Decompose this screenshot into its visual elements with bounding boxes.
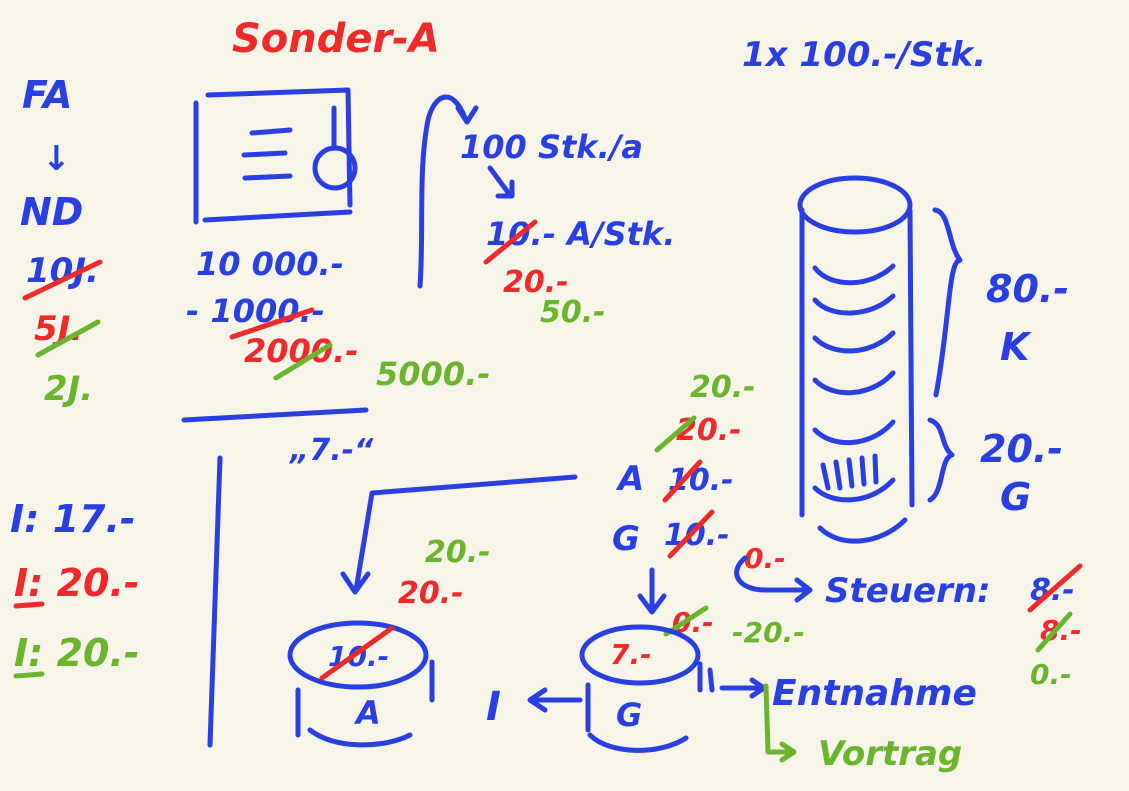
vortrag-label: Vortrag [818,734,962,774]
cost-per-piece: 10.- A/Stk. [486,215,675,253]
income-red: I: 20.- [14,561,140,605]
stack-k-value: 80.- [986,267,1069,311]
mid-value-red: 20.- [676,413,742,448]
cost-stack-cylinder [797,175,915,544]
income-blue: I: 17.- [10,497,136,541]
underline-income-red [13,601,45,609]
pot-g-icon [579,624,703,753]
mid-g-label: G [612,519,640,559]
arrow-g-to-i [527,687,583,713]
taxes-label: Steuern: [825,571,991,611]
strike-nd-5 [35,319,101,358]
income-green: I: 20.- [14,631,140,675]
arrow-to-entnahme [707,667,767,699]
strike-nd-10 [22,259,103,301]
mid-a-value: 10.- [668,463,734,498]
arrow-to-pot-a-head [340,571,371,595]
nd-2-years: 2J. [44,369,93,409]
nd-10-years: 10J. [26,251,99,291]
pot-a-label: A [353,694,381,732]
machine-icon [193,87,358,225]
pot-a-value-green: 20.- [425,535,491,570]
curved-arrow [417,94,468,289]
taxes-value-3: 0.- [1030,658,1072,691]
cost-acquisition: 10 000.- [196,245,344,283]
mid-zero: 0.- [744,542,786,575]
arrow-to-pot-g [637,567,667,615]
arrow-to-pot-a [353,474,578,593]
pot-g-label: G [616,696,642,734]
pot-a-icon [287,620,435,748]
cost-per-piece-green: 50.- [540,295,606,330]
unit-price-note: 1x 100.-/Stk. [742,35,986,75]
units-arrow [487,165,515,199]
brace-k [932,207,963,398]
strike-cost-residual [229,307,315,340]
stack-g-value: 20.- [980,427,1063,471]
strike-taxes-1 [1027,563,1083,613]
strike-taxes-2 [1035,611,1073,653]
arrow-to-vortrag [763,683,797,763]
entnahme-label: Entnahme [772,673,977,714]
vertical-divider [207,455,223,748]
pot-g-inner: 7.- [610,638,652,671]
divider-line [181,407,369,423]
down-arrow: ↓ [42,139,71,179]
arrow-to-taxes [734,555,813,603]
strike-cost-annual [273,342,333,381]
units-per-year: 100 Stk./a [460,128,643,166]
strike-mid-g [667,509,715,559]
strike-cost-per-piece [483,219,538,265]
mid-g-value: 10.- [664,518,730,553]
nd-label: ND [20,190,83,234]
mid-a-label: A [615,459,644,499]
cost-per-piece-red: 20.- [503,265,569,300]
underline-income-green [13,671,45,679]
strike-mid-value [654,415,697,453]
mid-value-green: 20.- [690,370,756,405]
curved-arrow-head [455,105,479,125]
cost-annual-green: 5000.- [376,355,491,393]
quote-note: „7.-“ [288,433,374,468]
pot-g-i-label: I [486,684,501,730]
title: Sonder-A [232,16,440,62]
strike-pot-a-inner [319,625,395,681]
stack-k-label: K [1000,325,1032,369]
strike-mid-a [662,459,703,503]
stack-g-label: G [1000,475,1031,519]
brace-g [927,417,955,503]
fa-label: FA [22,73,72,117]
pot-g-minus: -20.- [732,616,805,649]
pot-a-value-red: 20.- [398,576,464,611]
